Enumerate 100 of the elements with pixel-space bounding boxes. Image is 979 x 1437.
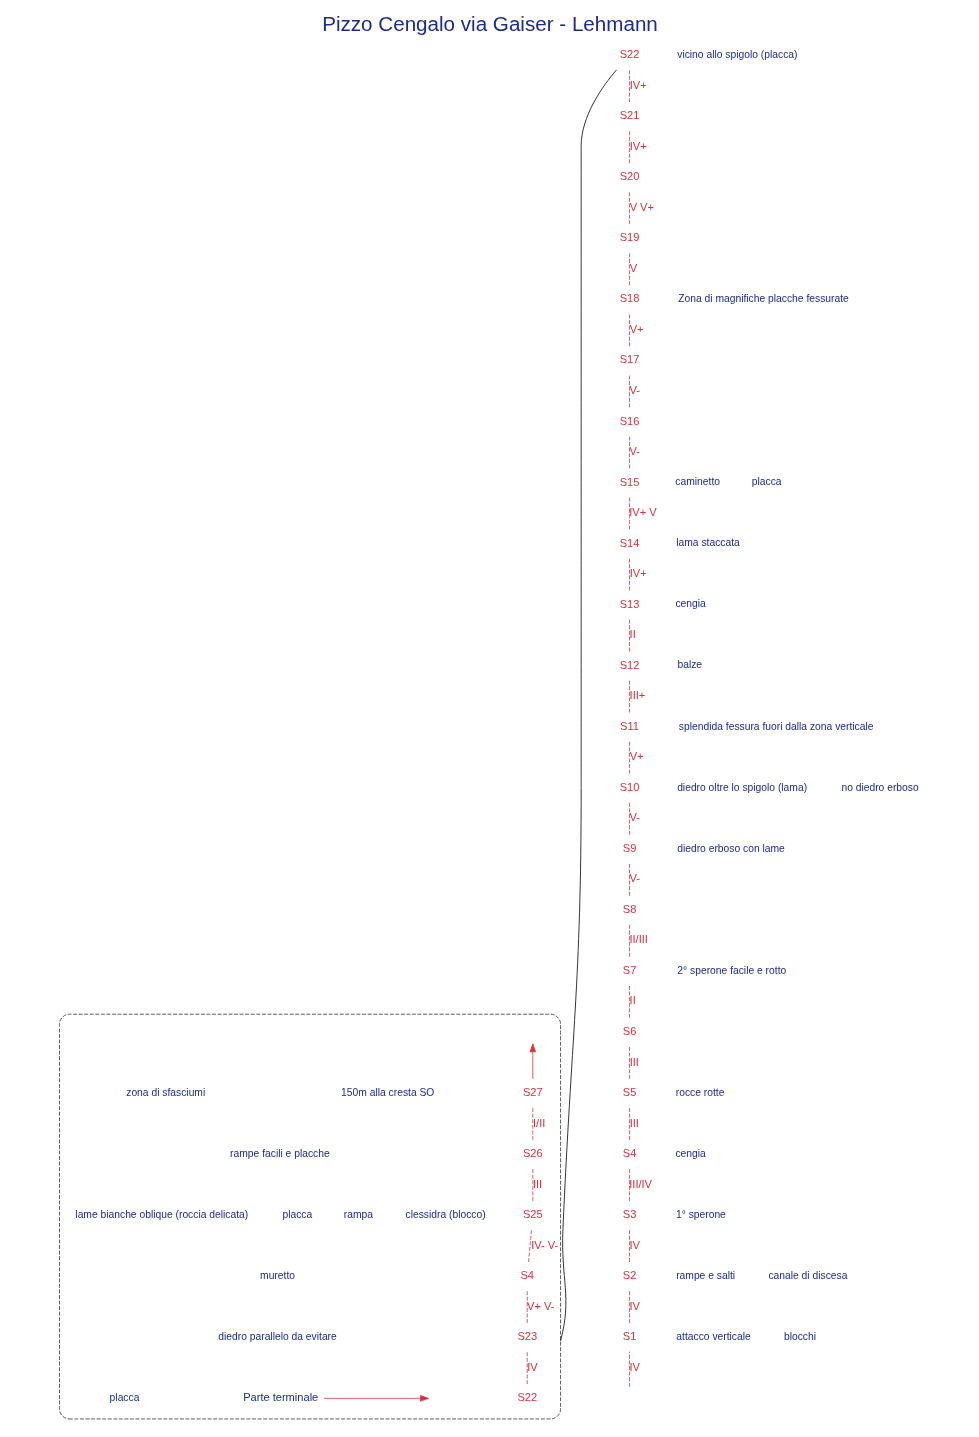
connector (628, 313, 630, 347)
label: diedro parallelo da evitare (217, 1330, 337, 1342)
edge-label: IV (628, 1360, 640, 1373)
node-text: S1 (622, 1330, 636, 1343)
label: muretto (259, 1269, 295, 1281)
label: diedro erboso con lame (676, 842, 785, 854)
node-text: S16 (619, 414, 639, 427)
edge-label: II (629, 994, 636, 1007)
label: placca (751, 476, 782, 488)
connector (526, 1290, 528, 1324)
node-text: S11 (619, 719, 639, 732)
connector (628, 924, 630, 958)
label: rocce rotte (675, 1086, 724, 1098)
node-text: S19 (619, 231, 639, 244)
edge-label: V- (628, 872, 640, 885)
edge-label: V V+ (629, 200, 654, 213)
label: rampe facili e placche (229, 1147, 330, 1159)
node-text: S5 (622, 1086, 636, 1099)
node-text: S21 (619, 109, 639, 122)
label: clessidra (blocco) (405, 1208, 486, 1220)
connector (628, 435, 630, 469)
node-text: S23 (516, 1330, 537, 1343)
node-text: S2 (622, 1269, 636, 1282)
edge-label: IV (526, 1360, 538, 1373)
connector (628, 801, 630, 836)
arrow (529, 1043, 536, 1080)
node-text: S4 (622, 1147, 636, 1160)
node-text: S13 (619, 597, 639, 610)
label: zona di sfasciumi (125, 1086, 205, 1098)
node-text: S25 (522, 1208, 543, 1221)
edge-label: IV+ (629, 567, 647, 580)
edge-label: III (629, 1116, 639, 1129)
node-text: S8 (622, 902, 636, 915)
label: vicino allo spigolo (placca) (676, 49, 797, 61)
node-text: S27 (522, 1086, 543, 1099)
node-text: S18 (619, 292, 639, 305)
node-text: S12 (619, 658, 639, 671)
node-text: S14 (619, 536, 639, 549)
label: no diedro erboso (840, 781, 919, 793)
edge-label: V+ (629, 322, 644, 335)
diagram-title: Pizzo Cengalo via Gaiser - Lehmann (321, 12, 658, 36)
label: Zona di magnifiche placche fessurate (677, 293, 849, 305)
connector (527, 1229, 532, 1263)
label: blocchi (783, 1330, 816, 1342)
label: cengia (674, 598, 706, 610)
node-text: Parte terminale (242, 1391, 318, 1404)
label: 1° sperone (675, 1208, 726, 1220)
edge-label: V (629, 261, 637, 274)
edge-label: IV (628, 1238, 640, 1251)
edge-label: III/IV (628, 1177, 652, 1190)
connector (526, 1351, 528, 1385)
edge-label: V+ V- (526, 1299, 554, 1312)
connector (628, 496, 630, 530)
node-text: S6 (622, 1024, 636, 1037)
label: rampa (343, 1208, 373, 1220)
connector (628, 740, 630, 774)
node-text: S10 (619, 780, 639, 793)
node-text: S26 (522, 1147, 543, 1160)
edge-label: IV+ V (628, 506, 657, 519)
label: 2° sperone facile e rotto (676, 964, 786, 976)
connector (628, 1168, 630, 1202)
node-text: S17 (619, 353, 639, 366)
label: placca (281, 1208, 312, 1220)
edge-label: IV+ (629, 139, 647, 152)
connector (628, 618, 630, 652)
node-text: S22 (516, 1391, 537, 1404)
edge-label: III+ (629, 689, 645, 702)
label: lama staccata (675, 537, 740, 549)
connector (628, 1046, 630, 1080)
label: placca (109, 1392, 139, 1404)
edge-label: IV (628, 1299, 640, 1312)
node-text: S4 (519, 1269, 534, 1282)
node-text: S20 (619, 170, 639, 183)
connector (628, 69, 630, 103)
edge-label: V- (628, 384, 640, 397)
connector (628, 1290, 630, 1324)
edge-label: V- (628, 445, 640, 458)
label: diedro oltre lo spigolo (lama) (676, 781, 807, 793)
edge-label: II/III (628, 933, 648, 946)
connector (628, 252, 630, 286)
edge-label: III (532, 1177, 542, 1190)
connector (628, 557, 630, 591)
edge-label: V- (628, 811, 640, 824)
connector (628, 1229, 630, 1263)
edge-label: I/II (532, 1116, 545, 1129)
node-text: S15 (619, 475, 639, 488)
edge-label: IV+ (629, 78, 647, 91)
label: rampe e salti (675, 1269, 735, 1281)
connector (628, 130, 630, 164)
edge-label: III (629, 1055, 639, 1068)
node-text: S3 (622, 1208, 636, 1221)
label: canale di discesa (767, 1269, 847, 1281)
connector (628, 985, 630, 1019)
label: caminetto (674, 476, 720, 488)
label: balze (676, 659, 702, 671)
cluster (58, 1013, 561, 1420)
connector (628, 191, 630, 225)
label: lame bianche oblique (roccia delicata) (74, 1208, 248, 1220)
connector (628, 1351, 630, 1387)
connector (628, 374, 630, 408)
